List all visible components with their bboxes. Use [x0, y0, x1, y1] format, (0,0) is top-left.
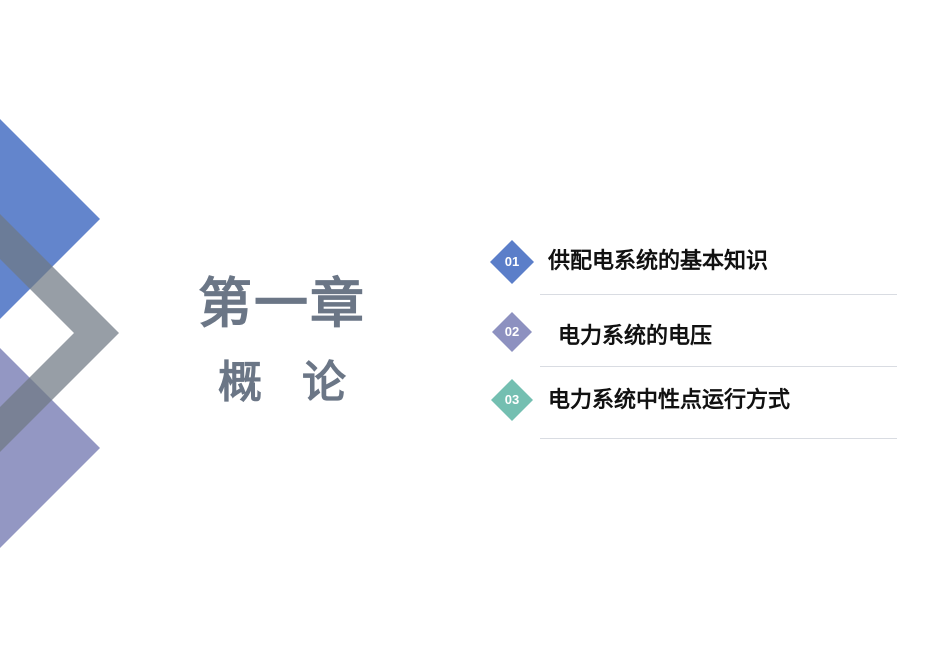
diamond-icon: [491, 379, 533, 421]
toc-item-2[interactable]: 02 电力系统的电压: [488, 310, 898, 360]
toc-item-1[interactable]: 01 供配电系统的基本知识: [488, 238, 898, 288]
toc-label: 电力系统的电压: [558, 324, 713, 349]
number-badge: 01: [490, 240, 534, 284]
toc-label: 供配电系统的基本知识: [548, 249, 769, 274]
divider-2: [540, 366, 897, 367]
diamond-icon: [492, 312, 532, 352]
chapter-subtitle: 概论: [218, 356, 346, 410]
divider-3: [540, 438, 897, 439]
badge-number: 01: [504, 254, 520, 269]
number-badge: 03: [490, 378, 534, 422]
badge-number: 02: [504, 324, 520, 339]
toc-label: 电力系统中性点运行方式: [548, 388, 791, 413]
subtitle-char-1: 概: [218, 357, 262, 408]
badge-number: 03: [504, 392, 520, 407]
chapter-title: 第一章: [198, 272, 366, 335]
gray-diamond-frame: [0, 214, 119, 452]
divider-1: [540, 294, 897, 295]
decorative-diamonds: [0, 119, 119, 548]
subtitle-char-2: 论: [302, 357, 346, 408]
diamond-icon: [490, 240, 534, 284]
toc-item-3[interactable]: 03 电力系统中性点运行方式: [488, 378, 898, 428]
number-badge: 02: [490, 310, 534, 354]
